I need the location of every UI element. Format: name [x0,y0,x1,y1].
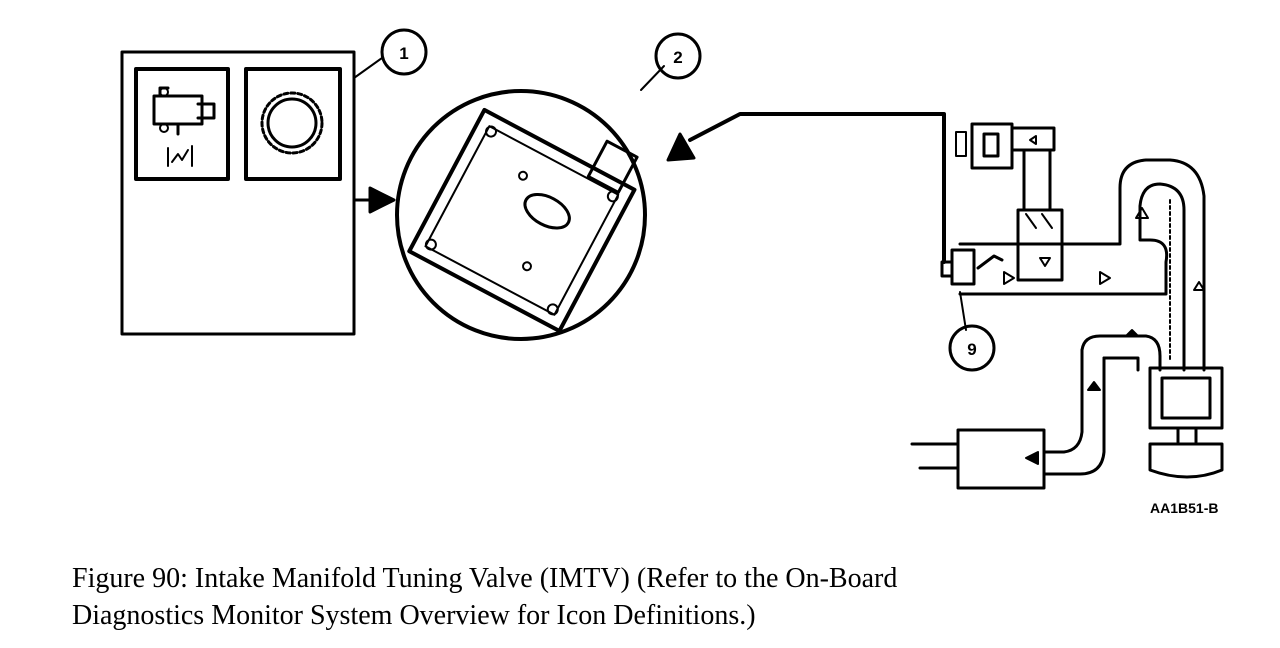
throttle-position-sensor-icon [134,67,230,181]
callout-9-label: 9 [967,340,976,359]
callout-9: 9 [948,324,996,372]
callout-2-label: 2 [673,48,682,67]
intake-manifold-assembly [910,122,1224,490]
reference-code: AA1B51-B [1150,500,1219,516]
callout-1-label: 1 [399,44,408,63]
caption-line-1: Figure 90: Intake Manifold Tuning Valve … [72,563,898,594]
pcm-module [395,89,647,341]
sensor-input-panel [120,50,356,336]
imtv-diagram: 1 2 9 [120,28,1224,490]
signal-arrow-to-imtv [666,112,946,264]
callout-1: 1 [380,28,428,76]
callout-2: 2 [654,32,702,80]
speed-sensor-icon [244,67,342,181]
caption-line-2: Diagnostics Monitor System Overview for … [72,600,756,631]
signal-arrow-to-pcm [352,186,396,214]
figure-caption: Figure 90: Intake Manifold Tuning Valve … [72,560,1222,634]
